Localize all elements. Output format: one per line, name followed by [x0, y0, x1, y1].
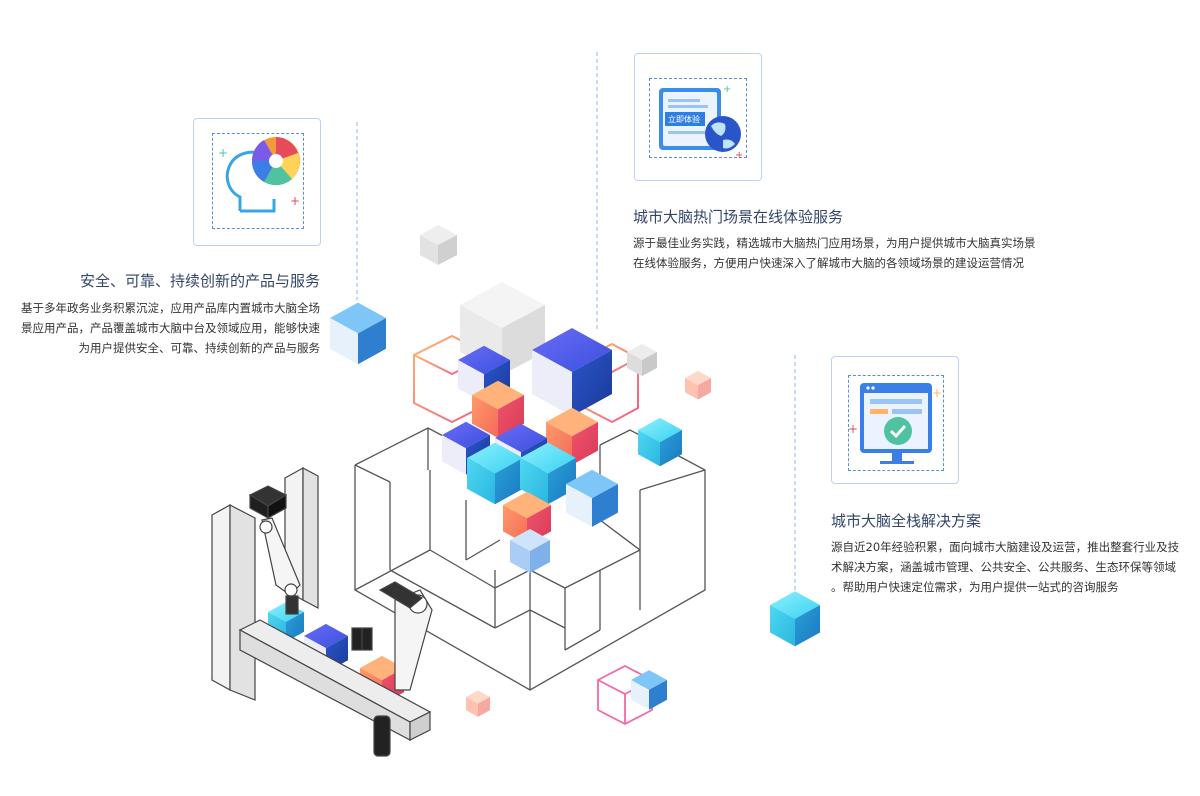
icon-frame	[848, 375, 944, 471]
desc-line: 在线体验服务，方便用户快速深入了解城市大脑的各领域场景的建设运营情况	[633, 256, 1024, 270]
feature-card-products: + +	[193, 118, 321, 246]
solid-cube	[466, 690, 490, 717]
solid-cube	[532, 328, 612, 416]
svg-text:+: +	[932, 386, 942, 400]
solid-cube	[566, 469, 618, 527]
grey-cube-tiny	[627, 344, 657, 376]
desc-line: 基于多年政务业务积累沉淀，应用产品库内置城市大脑全场	[21, 301, 320, 315]
svg-text:立即体验: 立即体验	[668, 114, 700, 124]
solid-cube	[510, 529, 550, 573]
svg-text:+: +	[735, 150, 743, 161]
monitor-check-icon: + +	[848, 383, 942, 464]
feature-desc-experience: 源于最佳业务实践，精选城市大脑热门应用场景，为用户提供城市大脑真实场景 在线体验…	[633, 233, 1073, 273]
robot-conveyor	[211, 466, 433, 757]
solid-cube	[638, 417, 682, 467]
solid-cube	[467, 442, 523, 505]
svg-text:+: +	[218, 146, 228, 160]
solid-cube	[330, 302, 386, 365]
solid-cube	[520, 442, 576, 505]
feature-title-products: 安全、可靠、持续创新的产品与服务	[79, 272, 320, 290]
desc-line: 为用户提供安全、可靠、持续创新的产品与服务	[78, 341, 321, 355]
document-globe-icon: 立即体验 + +	[659, 84, 743, 161]
solid-cube	[685, 370, 711, 400]
desc-line: 。帮助用户快速定位需求，为用户提供一站式的咨询服务	[831, 580, 1119, 594]
solid-cube	[631, 670, 667, 710]
feature-card-experience: 立即体验 + +	[634, 53, 762, 181]
feature-desc-products: 基于多年政务业务积累沉淀，应用产品库内置城市大脑全场 景应用产品，产品覆盖城市大…	[8, 298, 320, 358]
desc-line: 景应用产品，产品覆盖城市大脑中台及领域应用，能够快速	[21, 321, 320, 335]
desc-line: 术解决方案，涵盖城市管理、公共安全、公共服务、生态环保等领域	[831, 560, 1176, 574]
feature-desc-solution: 源自近20年经验积累，面向城市大脑建设及运营，推出整套行业及技 术解决方案，涵盖…	[831, 537, 1193, 597]
svg-text:+: +	[723, 84, 731, 95]
feature-title-solution: 城市大脑全栈解决方案	[831, 512, 982, 530]
head-chart-icon: + +	[218, 137, 300, 213]
svg-text:+: +	[290, 194, 300, 208]
desc-line: 源于最佳业务实践，精选城市大脑热门应用场景，为用户提供城市大脑真实场景	[633, 236, 1036, 250]
desc-line: 源自近20年经验积累，面向城市大脑建设及运营，推出整套行业及技	[831, 540, 1180, 554]
svg-text:+: +	[848, 422, 858, 436]
solid-cube	[770, 591, 820, 647]
icon-frame	[649, 78, 747, 158]
wireframe-structure	[354, 427, 706, 691]
feature-title-experience: 城市大脑热门场景在线体验服务	[633, 208, 844, 226]
grey-cube-small	[420, 225, 457, 265]
icon-frame	[212, 133, 304, 229]
feature-card-solution: + +	[831, 356, 959, 484]
